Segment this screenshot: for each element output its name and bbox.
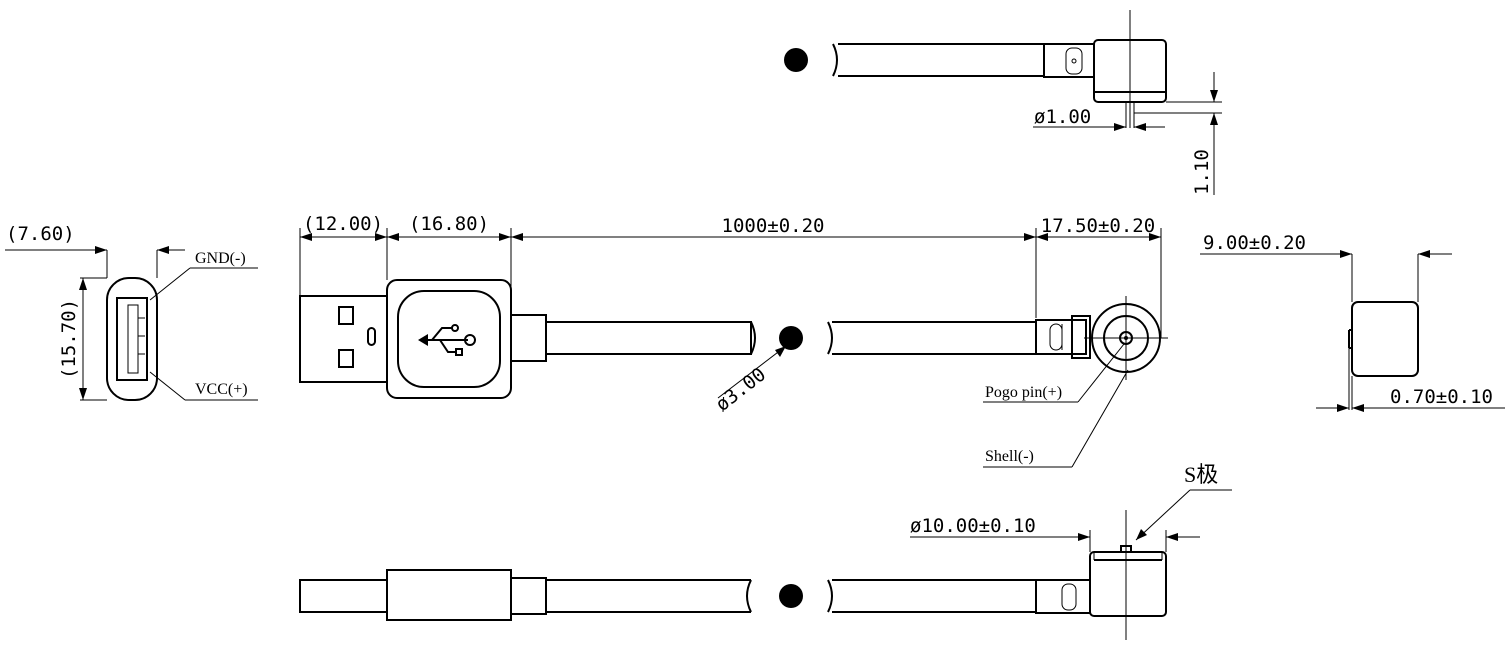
plug-height-dimension: (15.70): [58, 299, 80, 379]
head-diameter-dimension: ø10.00±0.10: [910, 515, 1036, 537]
connector-length-dimension: 17.50±0.20: [1041, 215, 1155, 237]
housing-length-dimension: (16.80): [409, 213, 489, 235]
pogo-pin-label: Pogo pin(+): [985, 384, 1062, 401]
gnd-label: GND(-): [195, 250, 246, 267]
usb-plug-top-view: (12.00) (16.80) 1000±0.20 17.50±0.20 ø3.…: [299, 213, 1162, 416]
head-side-view: 9.00±0.20 0.70±0.10: [1200, 232, 1505, 412]
pin-height-dimension: 1.10: [1191, 149, 1213, 195]
bottom-view: ø10.00±0.10 S极: [299, 462, 1232, 640]
plug-length-dimension: (12.00): [303, 213, 383, 235]
cable-diameter-dimension: ø3.00: [712, 363, 771, 416]
plug-depth-dimension: (7.60): [6, 223, 75, 245]
magnetic-head-front-view: Pogo pin(+) Shell(-): [983, 296, 1168, 468]
vcc-label: VCC(+): [195, 381, 248, 398]
usb-end-view: (7.60) (15.70) GND(-) VCC(+): [5, 223, 258, 401]
pin-diameter-dimension: ø1.00: [1034, 106, 1091, 128]
head-height-dimension: 9.00±0.20: [1203, 232, 1306, 254]
s-pole-label: S极: [1184, 462, 1218, 487]
pin-protrusion-dimension: 0.70±0.10: [1390, 386, 1493, 408]
shell-label: Shell(-): [985, 448, 1034, 465]
head-top-view: ø1.00 1.10: [784, 10, 1222, 195]
cable-length-dimension: 1000±0.20: [722, 215, 825, 237]
usb-icon: [418, 324, 476, 356]
